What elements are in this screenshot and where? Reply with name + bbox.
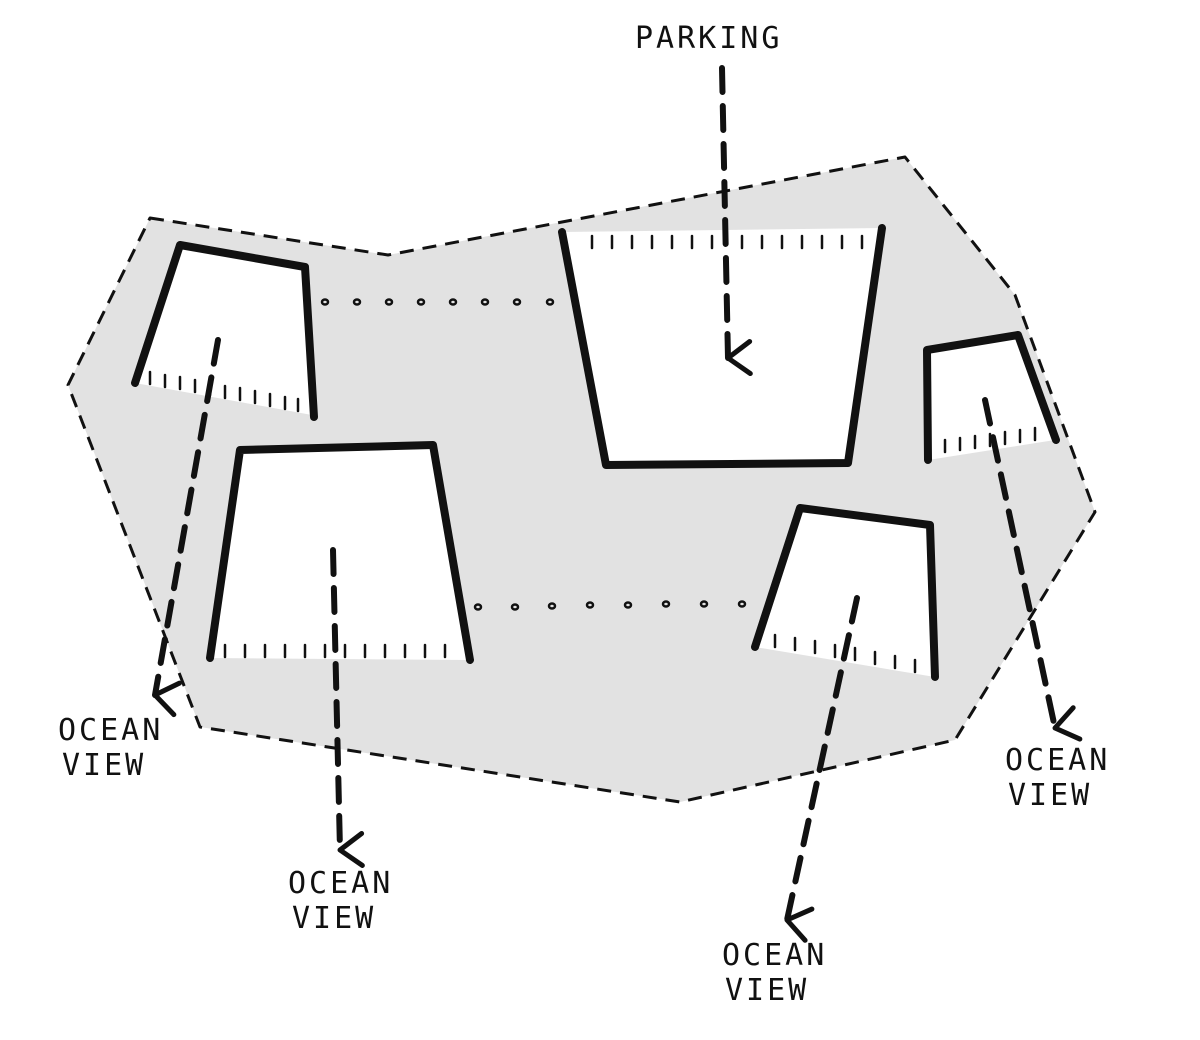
- dotted-connector-lower: [473, 600, 747, 611]
- building-lower-right: [751, 504, 939, 681]
- ocean-view-label-right: OCEAN VIEW: [1005, 743, 1110, 813]
- ocean-view-label-left-line1: OCEAN: [58, 713, 163, 748]
- ocean-view-arrow-center-left: [330, 547, 365, 868]
- dotted-connector-upper: [320, 298, 555, 306]
- ocean-view-arrow-left: [152, 337, 221, 718]
- ocean-view-label-left-line2: VIEW: [62, 748, 146, 783]
- ocean-view-label-center-right-line2: VIEW: [725, 973, 809, 1008]
- building-lower-left: [206, 441, 474, 664]
- ocean-view-label-right-line2: VIEW: [1008, 778, 1092, 813]
- parking-label: PARKING: [635, 21, 782, 56]
- ocean-view-label-center-right-line1: OCEAN: [722, 938, 827, 973]
- building-upper-middle: [558, 224, 886, 469]
- ocean-view-label-center-left: OCEAN VIEW: [288, 866, 393, 936]
- ocean-view-arrow-center-right: [784, 595, 860, 943]
- building-upper-left: [131, 241, 318, 421]
- ocean-view-label-center-left-line2: VIEW: [292, 901, 376, 936]
- ocean-view-label-left: OCEAN VIEW: [58, 713, 163, 783]
- ocean-view-label-right-line1: OCEAN: [1005, 743, 1110, 778]
- building-right: [923, 331, 1060, 464]
- ocean-view-arrow-right: [982, 397, 1083, 742]
- parking-arrow: [719, 65, 753, 377]
- ocean-view-label-center-right: OCEAN VIEW: [722, 938, 827, 1008]
- ocean-view-label-center-left-line1: OCEAN: [288, 866, 393, 901]
